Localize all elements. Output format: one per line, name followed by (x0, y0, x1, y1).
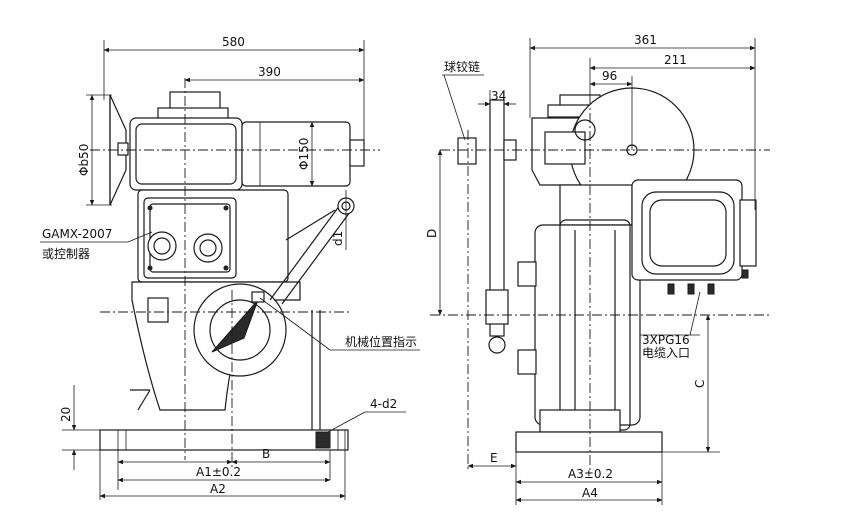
dim-D: D (425, 229, 439, 238)
dim-A2: A2 (210, 482, 226, 496)
ball-chain-rod (457, 99, 517, 354)
label-controller-cn: 或控制器 (42, 247, 90, 261)
dim-390: 390 (258, 65, 281, 79)
gearbox-body (131, 281, 301, 411)
dim-20: 20 (59, 407, 73, 422)
dim-580: 580 (222, 35, 245, 49)
dim-A3: A3±0.2 (568, 467, 613, 481)
dim-96: 96 (602, 69, 617, 83)
right-base (515, 431, 663, 453)
left-base (99, 310, 349, 451)
label-ball-chain: 球铰链 (444, 59, 480, 74)
dim-phi150: Φ150 (297, 138, 311, 170)
dim-E: E (490, 451, 498, 465)
label-controller-model: GAMX-2007 (42, 227, 112, 241)
dim-361: 361 (634, 33, 657, 47)
dim-A4: A4 (582, 486, 598, 500)
right-gearbox (517, 184, 641, 433)
motor-housing (129, 91, 365, 191)
label-mech-indicator: 机械位置指示 (345, 334, 417, 349)
dim-phi-wheel: Φb50 (77, 144, 91, 176)
label-cable-model: 3XPG16 (642, 333, 690, 347)
right-controller (631, 179, 757, 295)
right-view: 361 211 96 34 球铰链 D C 3XPG16 电缆入口 (425, 33, 770, 505)
dim-C: C (693, 380, 707, 388)
dim-A1: A1±0.2 (196, 465, 241, 479)
dim-211: 211 (664, 53, 687, 67)
dim-d1: d1 (331, 231, 345, 246)
label-cable-cn: 电缆入口 (642, 346, 690, 360)
dim-34: 34 (491, 89, 506, 103)
controller-box (137, 189, 289, 283)
left-view: 580 390 Φb50 Φ150 d1 20 B A1±0.2 A2 (40, 35, 420, 500)
label-4-d2: 4-d2 (370, 397, 397, 411)
dim-B: B (262, 447, 270, 461)
